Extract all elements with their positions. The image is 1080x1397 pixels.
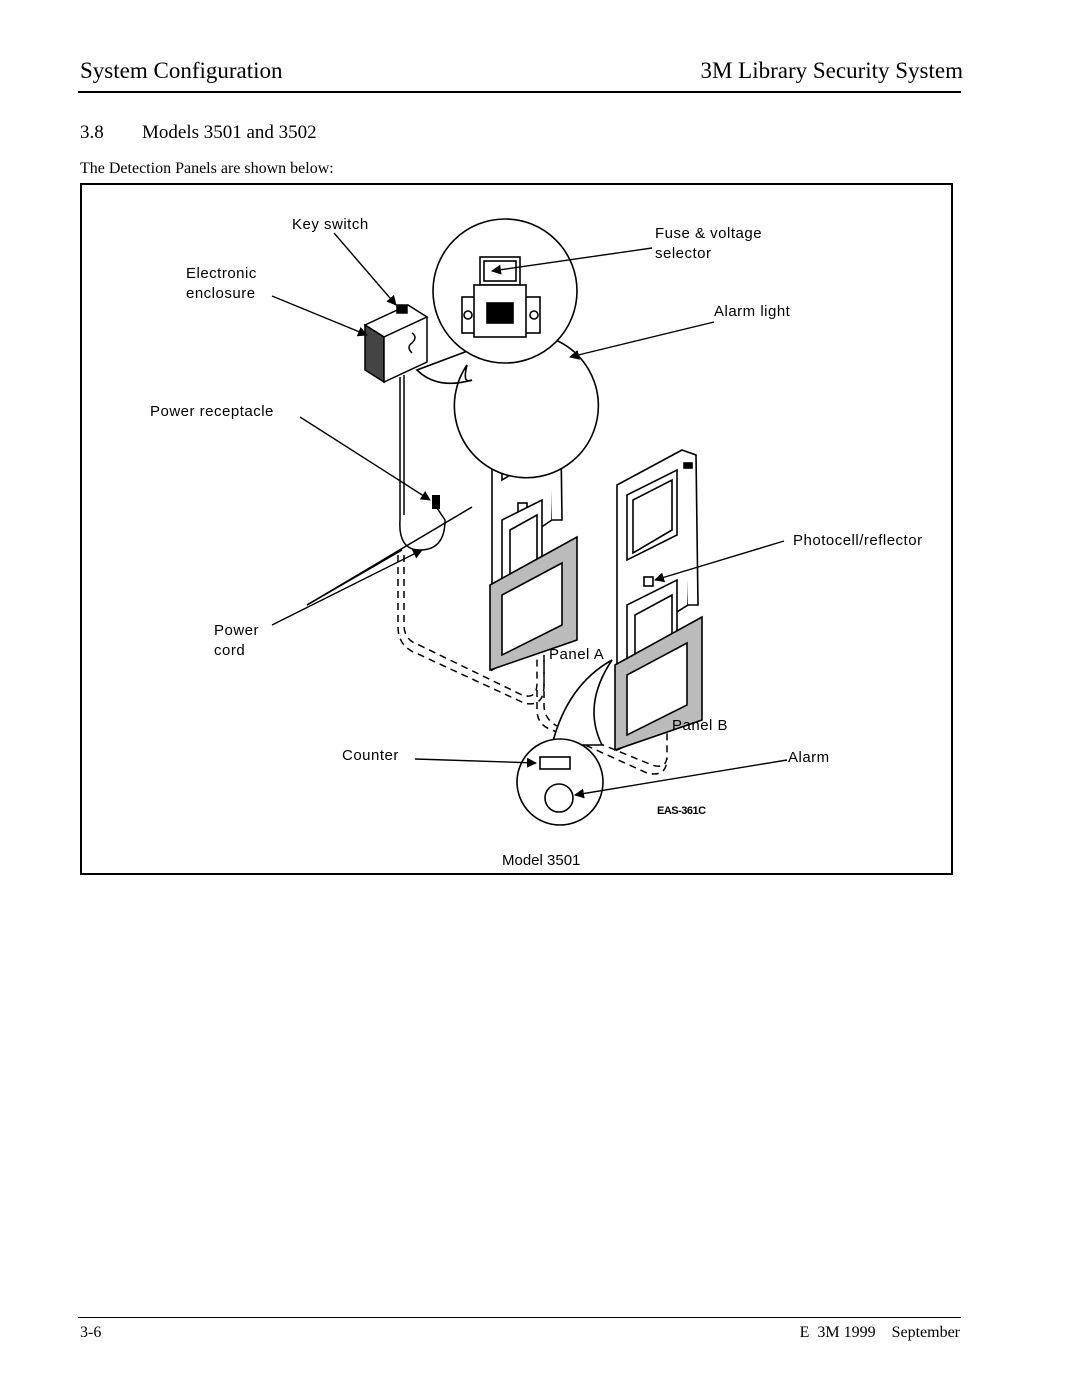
- header-right-title: 3M Library Security System: [700, 58, 963, 83]
- power-receptacle-drawing: [432, 495, 440, 509]
- leader-arrows: [271, 232, 788, 799]
- figure-caption: Model 3501: [502, 852, 581, 869]
- header-left-title: System Configuration: [80, 58, 283, 83]
- model-badge: EAS-361C: [657, 805, 706, 817]
- footer-rule: [78, 1317, 961, 1318]
- section-number: 3.8: [80, 122, 104, 143]
- page-number: 3-6: [80, 1324, 102, 1341]
- power-cord-label-line1: Power: [214, 622, 260, 639]
- section-title: Models 3501 and 3502: [142, 122, 317, 143]
- power-cord-label-line2: cord: [214, 642, 246, 659]
- electronic-enclosure-label-line2: enclosure: [186, 285, 256, 302]
- panel-b-drawing: [614, 449, 703, 752]
- fuse-voltage-label-line1: Fuse & voltage: [655, 225, 763, 242]
- detection-panels-figure: Key switch Electronic enclosure Fuse & v…: [80, 183, 953, 875]
- footer-copyright: E 3M 1999 September: [799, 1324, 960, 1341]
- fuse-voltage-label-line2: selector: [655, 245, 712, 262]
- key-switch-label: Key switch: [292, 216, 369, 233]
- panel-a-label: Panel A: [549, 646, 605, 663]
- detection-panels-illustration: [271, 218, 788, 826]
- section-intro: The Detection Panels are shown below:: [80, 160, 334, 177]
- electronic-enclosure-drawing: [363, 304, 446, 551]
- power-receptacle-label: Power receptacle: [150, 403, 274, 420]
- header-rule: [78, 91, 961, 93]
- alarm-label: Alarm: [788, 749, 830, 766]
- photocell-reflector-label: Photocell/reflector: [793, 532, 923, 549]
- alarm-light-label: Alarm light: [714, 303, 791, 320]
- fuse-voltage-callout: [415, 218, 600, 479]
- counter-alarm-callout: [516, 659, 613, 826]
- electronic-enclosure-label-line1: Electronic: [186, 265, 257, 282]
- counter-label: Counter: [342, 747, 399, 764]
- panel-b-label: Panel B: [672, 717, 729, 734]
